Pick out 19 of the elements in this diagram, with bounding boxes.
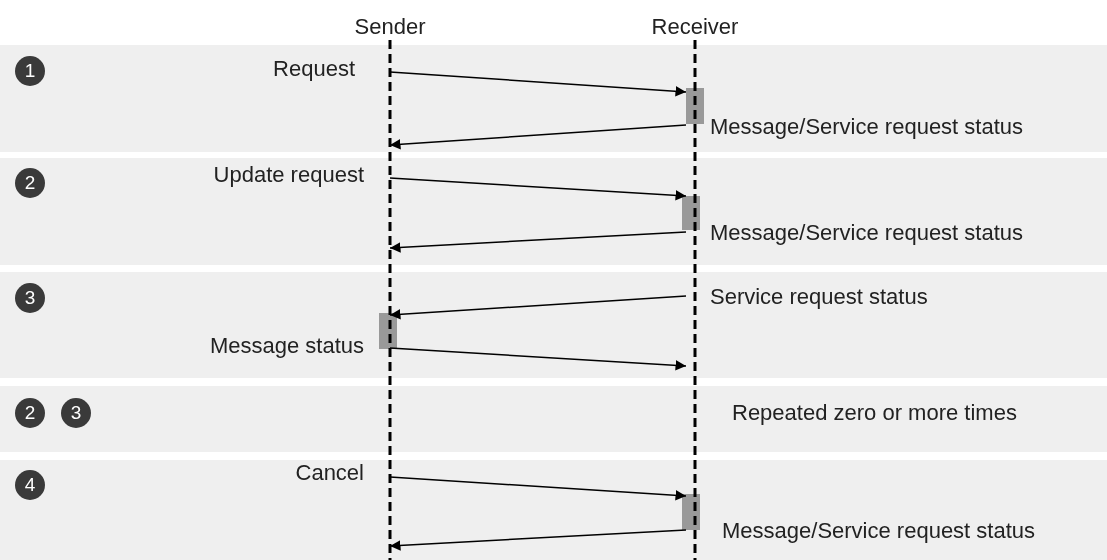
participant-label: Sender [353,14,427,40]
message-label: Cancel [295,460,364,486]
note-text: Repeated zero or more times [732,400,1017,426]
message-arrow [389,347,687,371]
message-label: Message/Service request status [710,114,1024,140]
message-arrow [389,124,687,150]
message-label: Message status [209,333,364,359]
participant-label: Receiver [650,14,740,40]
message-arrow [389,476,687,501]
message-arrow [389,231,687,253]
message-arrow [389,177,687,201]
message-label: Message/Service request status [722,518,1036,544]
message-arrow [389,529,687,551]
message-arrow [389,295,687,320]
message-label: Message/Service request status [710,220,1024,246]
message-label: Update request [213,162,364,188]
message-label: Request [273,56,355,82]
message-label: Service request status [710,284,928,310]
message-arrow [389,71,687,97]
